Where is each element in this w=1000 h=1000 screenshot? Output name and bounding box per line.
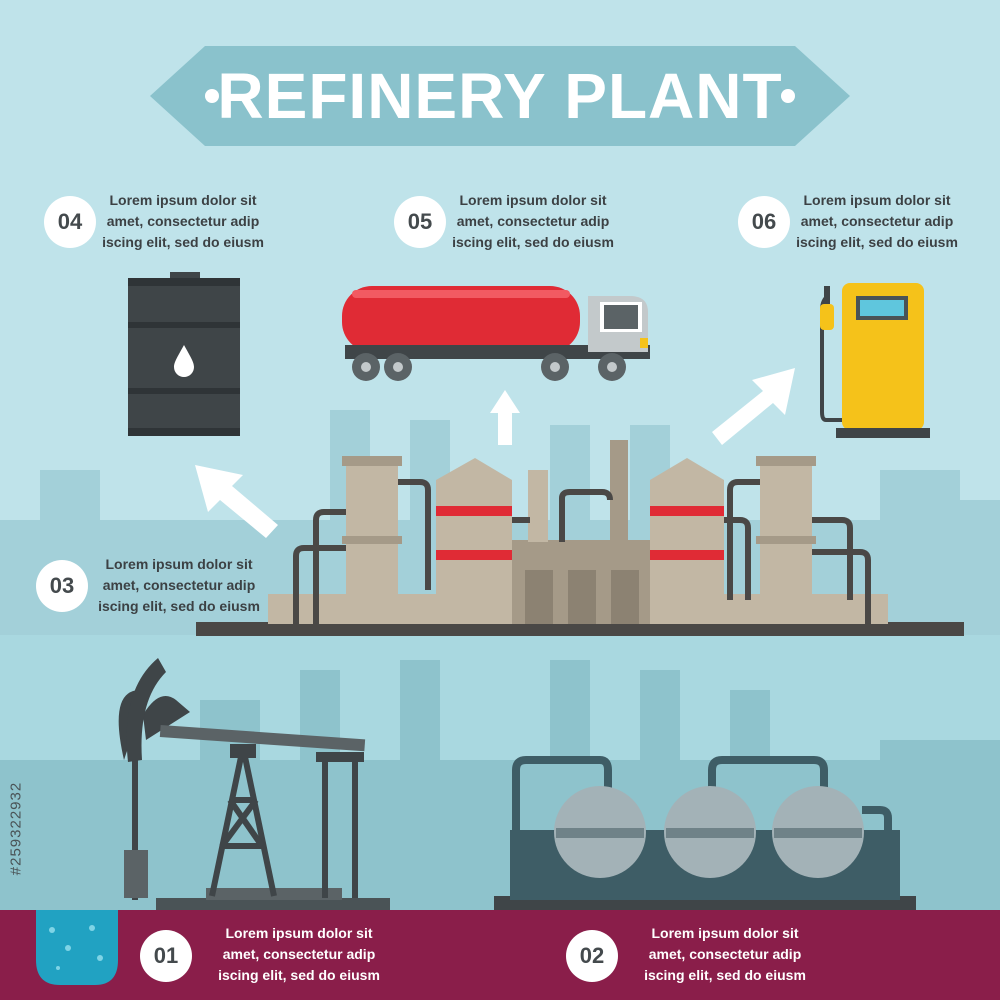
step-text-06: Lorem ipsum dolor sit amet, consectetur … bbox=[796, 192, 958, 250]
arrow-to-truck bbox=[490, 390, 520, 445]
watermark-id: #259322932 bbox=[7, 781, 25, 876]
step-badge-06: 06 bbox=[738, 196, 790, 248]
oil-pool-icon bbox=[36, 910, 118, 985]
step-text-05: Lorem ipsum dolor sit amet, consectetur … bbox=[452, 192, 614, 250]
oil-barrel-icon bbox=[128, 272, 240, 436]
step-badge-04: 04 bbox=[44, 196, 96, 248]
step-text-01: Lorem ipsum dolor sit amet, consectetur … bbox=[218, 925, 380, 983]
step-badge-01: 01 bbox=[140, 930, 192, 982]
step-text-03: Lorem ipsum dolor sit amet, consectetur … bbox=[98, 556, 260, 614]
arrow-to-barrel bbox=[195, 465, 278, 538]
pumpjack-icon bbox=[118, 658, 390, 910]
tanker-truck-icon bbox=[342, 286, 650, 381]
page-title: REFINERY PLANT bbox=[217, 60, 783, 132]
arrow-to-pump bbox=[712, 368, 795, 445]
step-badge-02: 02 bbox=[566, 930, 618, 982]
step-text-04: Lorem ipsum dolor sit amet, consectetur … bbox=[102, 192, 264, 250]
fuel-pump-icon bbox=[820, 283, 930, 438]
storage-tanks bbox=[494, 756, 916, 910]
refinery-plant bbox=[196, 440, 964, 636]
title-banner bbox=[150, 46, 850, 146]
flow-arrows bbox=[195, 368, 795, 538]
step-text-02: Lorem ipsum dolor sit amet, consectetur … bbox=[644, 925, 806, 983]
step-badge-05: 05 bbox=[394, 196, 446, 248]
step-badge-03: 03 bbox=[36, 560, 88, 612]
